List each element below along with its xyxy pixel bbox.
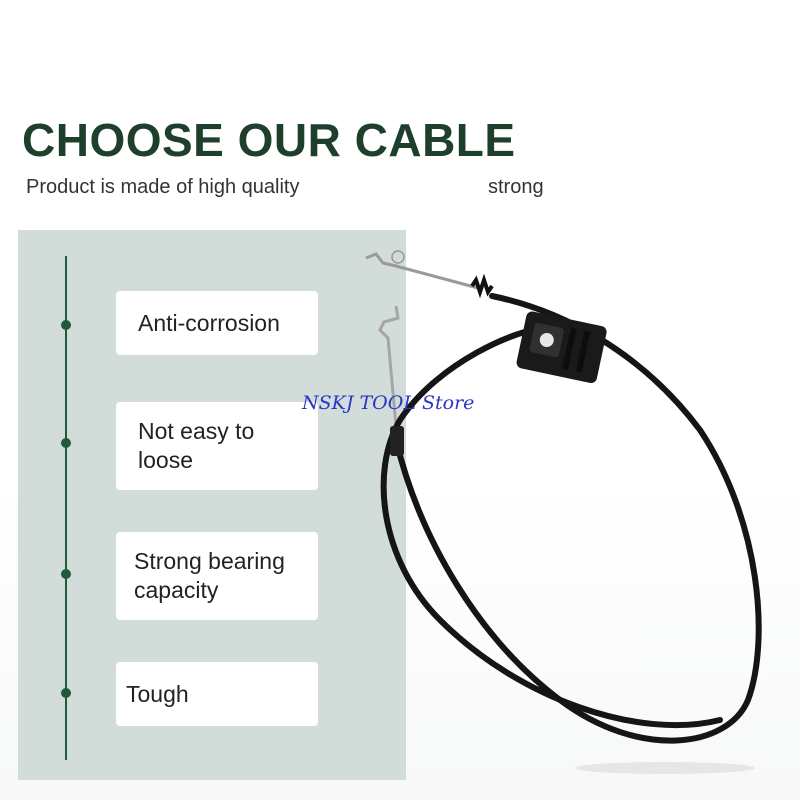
subtitle-left: Product is made of high quality bbox=[26, 176, 300, 198]
feature-label: Not easy to loose bbox=[138, 418, 255, 473]
feature-card: Not easy to loose bbox=[116, 402, 318, 490]
feature-label: Tough bbox=[126, 680, 189, 707]
timeline-dot-icon bbox=[61, 438, 71, 448]
timeline-line bbox=[65, 256, 67, 760]
feature-card: Tough bbox=[116, 662, 318, 726]
feature-label: Strong bearing capacity bbox=[134, 548, 285, 603]
feature-card: Strong bearing capacity bbox=[116, 532, 318, 620]
timeline-dot-icon bbox=[61, 569, 71, 579]
feature-label: Anti-corrosion bbox=[138, 309, 280, 336]
feature-panel: Anti-corrosion Not easy to loose Strong … bbox=[18, 230, 406, 780]
feature-card: Anti-corrosion bbox=[116, 291, 318, 355]
timeline-dot-icon bbox=[61, 688, 71, 698]
headline: CHOOSE OUR CABLE bbox=[22, 114, 516, 166]
store-watermark: NSKJ TOOL Store bbox=[302, 392, 475, 414]
subtitle-right: strong bbox=[488, 176, 544, 198]
timeline-dot-icon bbox=[61, 320, 71, 330]
